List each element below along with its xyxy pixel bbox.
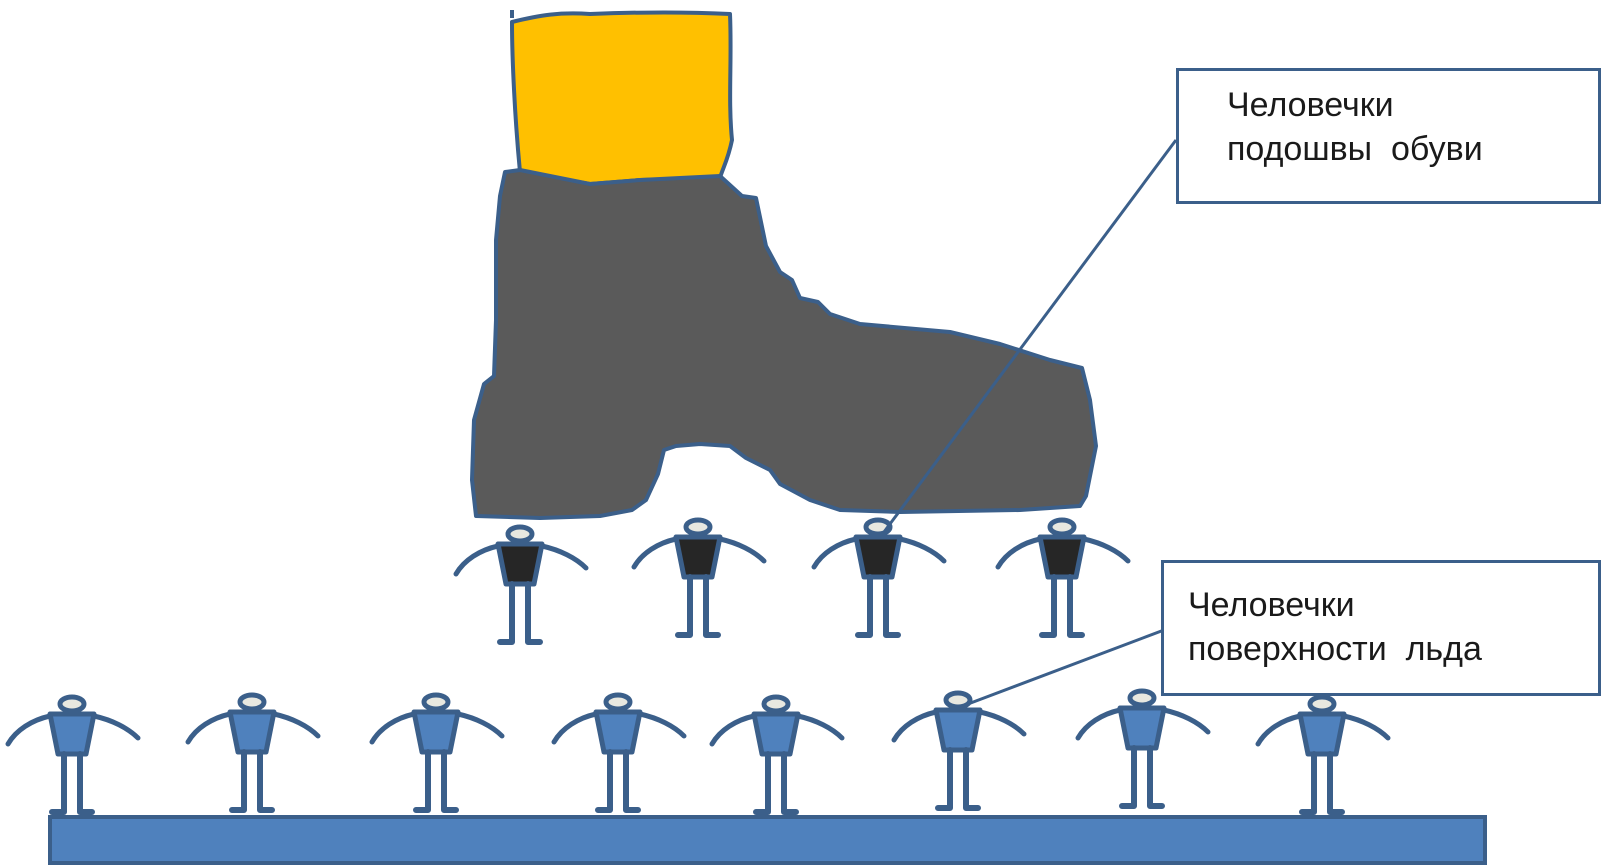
- callout-ice-line-1: Человечки: [1188, 586, 1355, 624]
- callout-ice-line-2: поверхности льда: [1188, 630, 1482, 668]
- boot-shape: [470, 168, 1098, 520]
- ice-figure: [554, 695, 684, 810]
- sole-figure: [998, 520, 1128, 635]
- callout-sole-line-2: подошвы обуви: [1227, 130, 1483, 168]
- callout-sole: Человечки подошвы обуви: [1176, 68, 1601, 204]
- ice-surface-bar: [48, 815, 1487, 865]
- callout-ice: Человечки поверхности льда: [1161, 560, 1601, 696]
- ice-figure: [894, 693, 1024, 808]
- callout-sole-line-1: Человечки: [1227, 86, 1394, 124]
- ice-figure: [712, 697, 842, 812]
- ice-figure: [1078, 691, 1208, 806]
- ice-figure: [188, 695, 318, 810]
- sole-figure: [634, 520, 764, 635]
- sole-figure: [456, 527, 586, 642]
- sock-shape: [510, 10, 734, 186]
- ice-figure: [372, 695, 502, 810]
- sole-figure: [814, 520, 944, 635]
- leader-line-ice: [967, 628, 1165, 706]
- ice-figure: [1258, 697, 1388, 812]
- ice-figure: [8, 697, 138, 812]
- leader-line-sole: [882, 139, 1178, 533]
